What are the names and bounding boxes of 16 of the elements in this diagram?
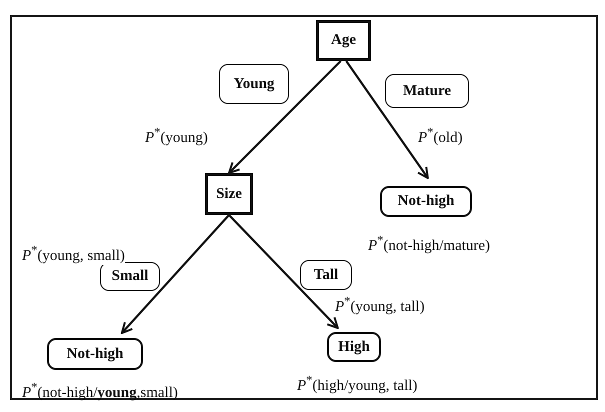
- arrow: [345, 60, 429, 179]
- value-box: Young: [219, 64, 289, 104]
- value-box: Mature: [385, 74, 469, 108]
- arrow: [228, 214, 339, 329]
- attribute-box: Size: [205, 173, 253, 215]
- value-box: Small: [100, 262, 160, 291]
- arrow: [228, 60, 342, 174]
- arrow: [120, 214, 230, 334]
- attribute-box: Age: [316, 20, 371, 61]
- value-box: Tall: [300, 260, 352, 290]
- leaf-box: Not-high: [47, 338, 143, 370]
- leaf-box: Not-high: [380, 186, 472, 217]
- probability-text: P$^{*}$(not-high/young,small): [22, 379, 178, 402]
- probability-text: P$^{*}$(high/young, tall): [297, 372, 418, 395]
- leaf-box: High: [327, 332, 381, 362]
- probability-text: P$^{*}$(not-high/mature): [368, 232, 490, 255]
